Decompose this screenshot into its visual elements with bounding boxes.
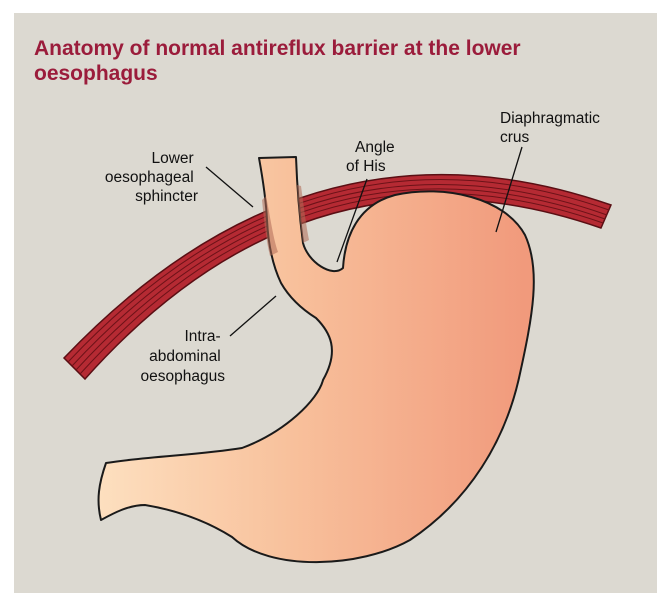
label-diaphragmatic-crus: Diaphragmatic crus [500,110,604,146]
leader-intra-abdominal [230,296,276,336]
label-angle-of-his: Angle of His [346,139,399,175]
label-lower-sphincter: Lower oesophageal sphincter [105,150,198,205]
label-intra-abdominal: Intra- abdominal oesophagus [141,328,226,385]
leader-lower-sphincter [206,167,253,207]
